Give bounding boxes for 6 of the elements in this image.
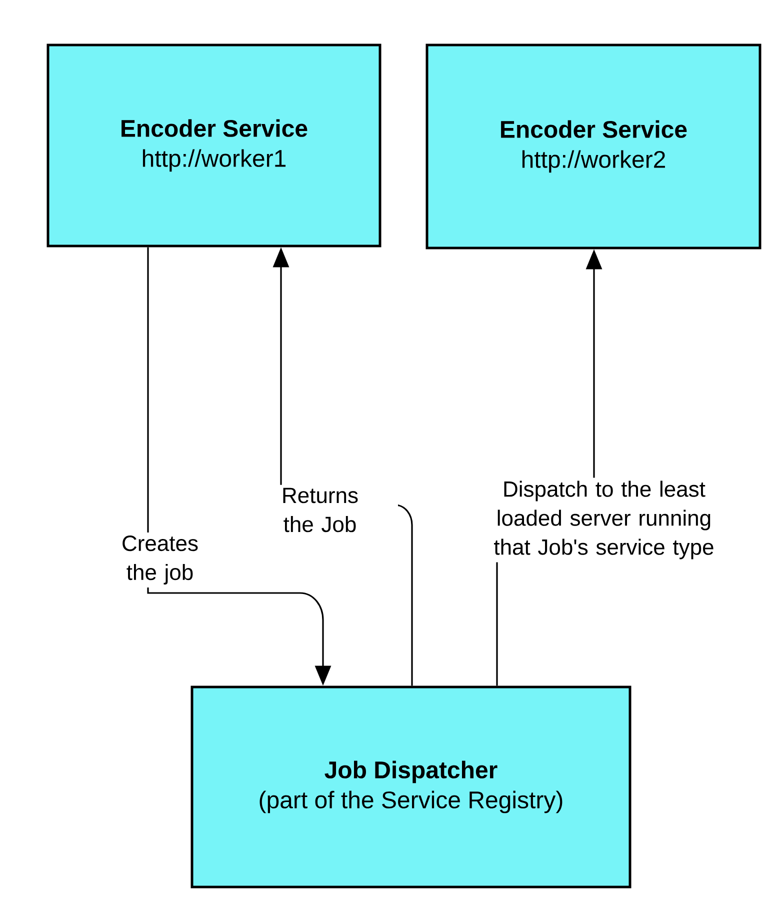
edge-label: Creates the job — [122, 536, 198, 584]
edge-label: Returns the Job — [283, 488, 358, 532]
service-box: Encoder Service http://worker2 — [426, 44, 762, 250]
edge-label: Dispatch to the least loaded server running that Job's service type — [494, 480, 714, 560]
service-box: Job Dispatcher (part of the Service Registry) — [190, 686, 632, 888]
service-box: Encoder Service http://worker1 — [46, 44, 382, 248]
